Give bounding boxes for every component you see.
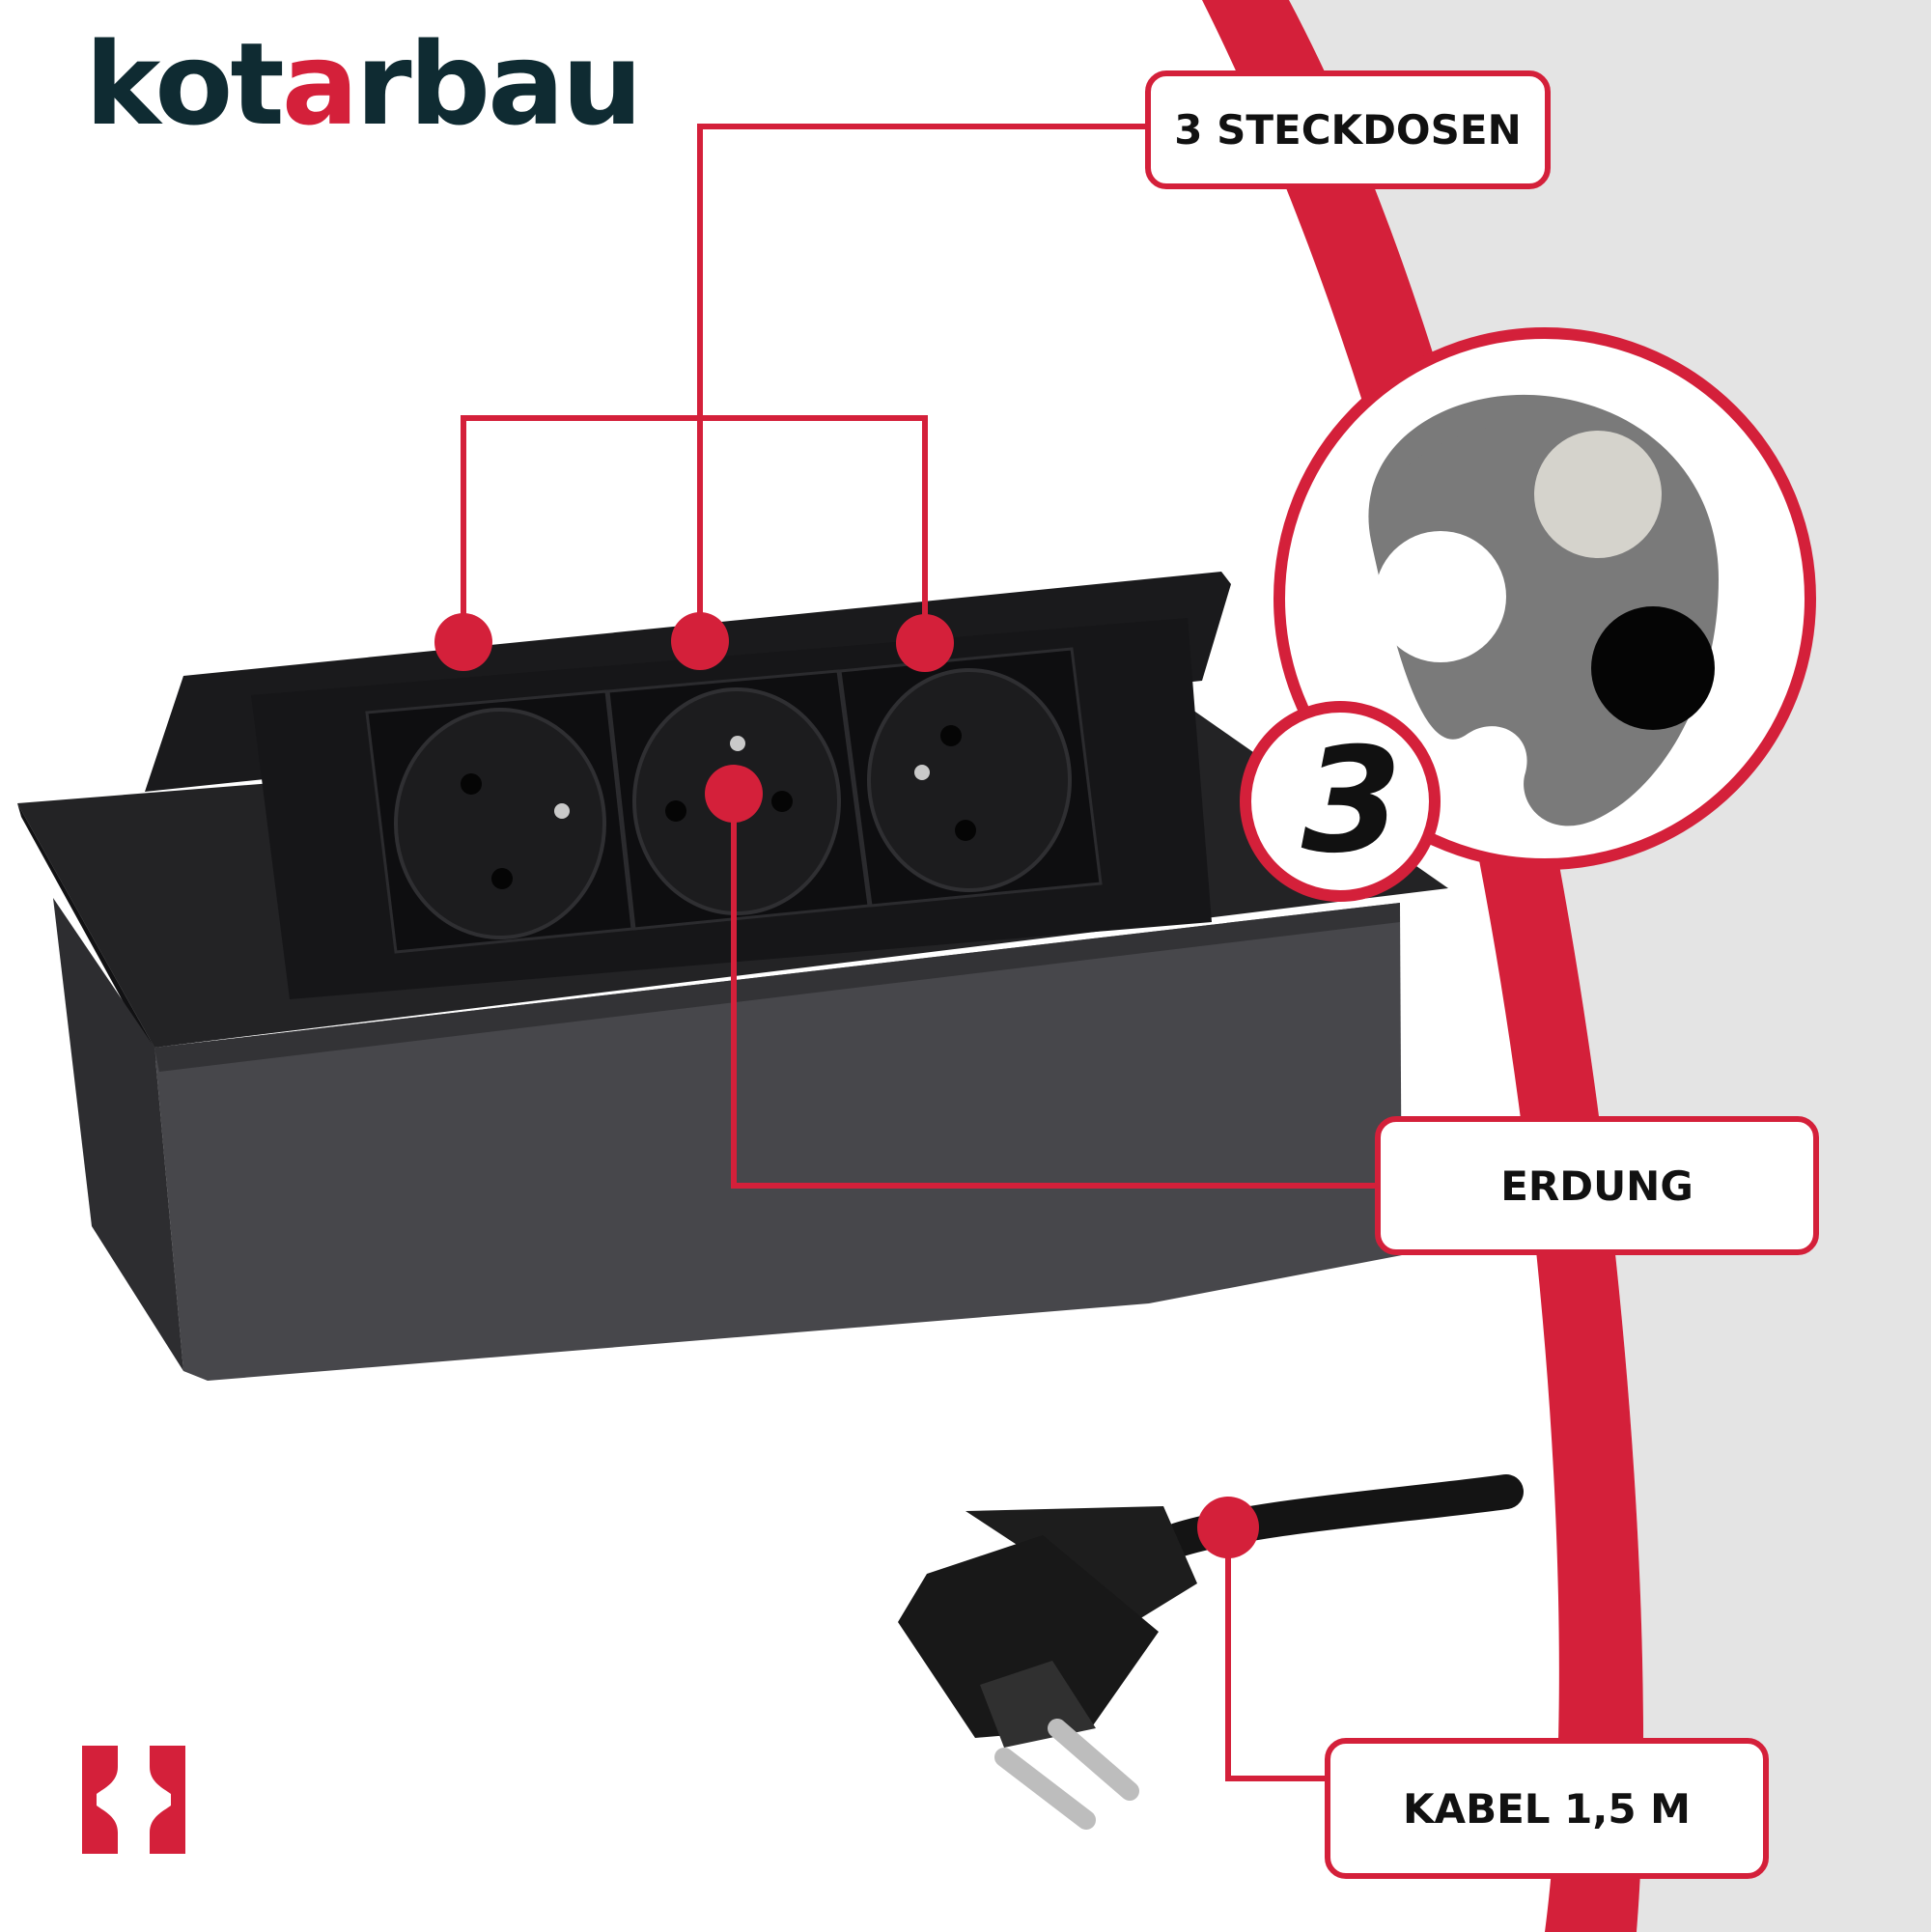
socket-3 bbox=[867, 668, 1072, 892]
callout-grounding: ERDUNG bbox=[1375, 1116, 1819, 1255]
callout-lines bbox=[461, 124, 1376, 1781]
logo-accent-letter: a bbox=[281, 17, 359, 151]
socket-count-badge: 3 bbox=[1301, 717, 1403, 885]
callout-cable-label: KABEL 1,5 M bbox=[1403, 1784, 1691, 1833]
plug-and-cable bbox=[898, 1474, 1524, 1830]
callout-dot-socket-3 bbox=[896, 614, 954, 672]
callout-dot-earth-pin bbox=[705, 765, 763, 823]
callout-sockets-label: 3 STECKDOSEN bbox=[1174, 106, 1522, 154]
socket-1 bbox=[394, 708, 606, 939]
callout-dot-socket-1 bbox=[434, 613, 492, 671]
kotarbau-mark-icon bbox=[82, 1746, 185, 1854]
french-socket-icon bbox=[1368, 394, 1719, 826]
brand-logo: kotarbau bbox=[85, 27, 643, 141]
logo-text-after: rbau bbox=[355, 17, 642, 151]
logo-text-before: kot bbox=[85, 17, 285, 151]
callout-dot-cable bbox=[1197, 1497, 1259, 1558]
socket-type-badge bbox=[1240, 327, 1816, 902]
callout-cable: KABEL 1,5 M bbox=[1325, 1738, 1769, 1879]
callout-grounding-label: ERDUNG bbox=[1500, 1162, 1693, 1210]
callout-sockets: 3 STECKDOSEN bbox=[1145, 70, 1551, 189]
callout-dot-socket-2 bbox=[671, 612, 729, 670]
